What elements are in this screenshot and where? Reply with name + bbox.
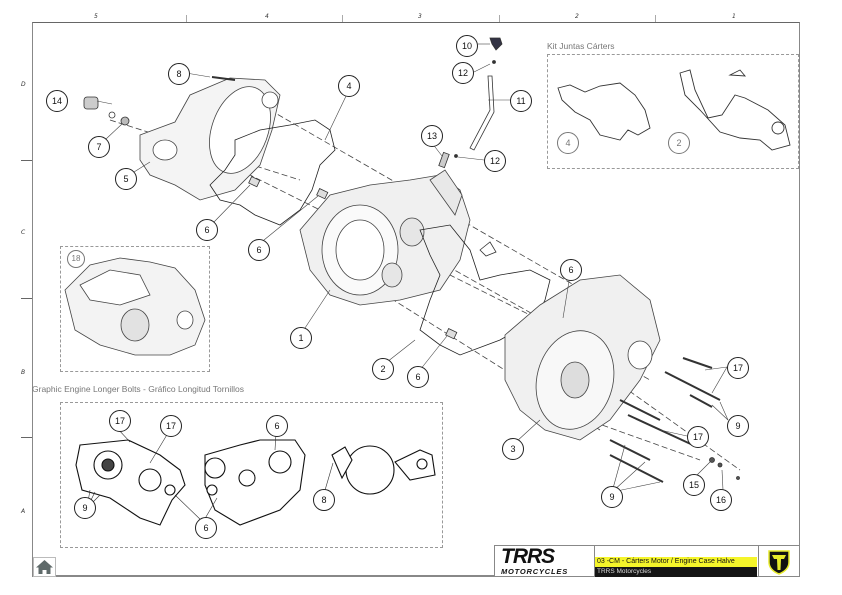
dowel-part [316, 188, 329, 200]
callout-6[interactable]: 6 [407, 366, 429, 388]
callout-9[interactable]: 9 [601, 486, 623, 508]
bolts-graphic-box [60, 402, 443, 548]
callout-4[interactable]: 4 [338, 75, 360, 97]
callout-14[interactable]: 14 [46, 90, 68, 112]
dowel-part [445, 328, 458, 340]
breather-valve [489, 37, 503, 51]
graphic-callout-6[interactable]: 6 [195, 517, 217, 539]
row-label: C [21, 229, 26, 236]
callout-2[interactable]: 2 [372, 358, 394, 380]
gasket-fragment [479, 241, 497, 257]
right-crankcase [299, 169, 471, 306]
callout-6[interactable]: 6 [196, 219, 218, 241]
nut-part [717, 462, 723, 468]
column-tick [499, 15, 500, 22]
callout-18[interactable]: 18 [67, 250, 85, 268]
column-tick [655, 15, 656, 22]
brand-name: TRRS [501, 546, 555, 568]
axis-line [239, 169, 561, 331]
left-crankcase [504, 274, 661, 441]
o-ring-part [108, 111, 116, 119]
drawing-company: TRRS Motorcycles [595, 567, 757, 577]
callout-5[interactable]: 5 [115, 168, 137, 190]
row-tick [21, 437, 32, 438]
title-block-divider [758, 546, 759, 577]
row-tick [21, 298, 32, 299]
callout-12[interactable]: 12 [484, 150, 506, 172]
callout-7[interactable]: 7 [88, 136, 110, 158]
fitting-part [438, 151, 450, 169]
row-label: D [21, 81, 26, 88]
column-label: 5 [94, 13, 98, 20]
callout-9[interactable]: 9 [727, 415, 749, 437]
callout-11[interactable]: 11 [510, 90, 532, 112]
dowel-part [248, 176, 261, 188]
axis-line [559, 409, 701, 461]
graphic-callout-8[interactable]: 8 [313, 489, 335, 511]
kit-gasket-4 [557, 82, 651, 141]
kit-callout-4[interactable]: 4 [557, 132, 579, 154]
callout-12[interactable]: 12 [452, 62, 474, 84]
column-label: 4 [265, 13, 269, 20]
clip-part [454, 154, 458, 158]
trrs-shield-icon [768, 550, 790, 575]
column-label: 3 [418, 13, 422, 20]
drawing-frame [32, 22, 800, 577]
row-label: A [21, 508, 26, 515]
row-label: B [21, 369, 26, 376]
column-tick [186, 15, 187, 22]
bolt-length-graphic [75, 439, 436, 526]
graphic-callout-17[interactable]: 17 [109, 410, 131, 432]
callout-10[interactable]: 10 [456, 35, 478, 57]
assembly-box [60, 246, 210, 372]
kit-gasket-fragment [728, 69, 747, 77]
axis-line [329, 199, 651, 381]
callout-16[interactable]: 16 [710, 489, 732, 511]
clutch-cover [139, 77, 281, 201]
title-block-divider [594, 546, 595, 577]
callout-17[interactable]: 17 [727, 357, 749, 379]
kit-callout-2[interactable]: 2 [668, 132, 690, 154]
callout-17[interactable]: 17 [687, 426, 709, 448]
washer-part [120, 116, 130, 126]
clutch-gasket [209, 119, 336, 226]
column-label: 1 [732, 13, 736, 20]
home-icon [36, 560, 53, 574]
kit-gasket-2 [679, 69, 791, 151]
screw-part [736, 476, 740, 480]
graphic-callout-17[interactable]: 17 [160, 415, 182, 437]
graphic-callout-9[interactable]: 9 [74, 497, 96, 519]
column-label: 2 [575, 13, 579, 20]
callout-6[interactable]: 6 [248, 239, 270, 261]
row-tick [21, 160, 32, 161]
callout-8[interactable]: 8 [168, 63, 190, 85]
plug-part [83, 96, 99, 110]
gasket-kit-box [547, 54, 799, 169]
callout-1[interactable]: 1 [290, 327, 312, 349]
graphic-callout-6[interactable]: 6 [266, 415, 288, 437]
trrs-logo: TRRS MOTORCYCLES [497, 546, 593, 577]
breather-hose [469, 75, 495, 151]
column-tick [342, 15, 343, 22]
leader-lines [96, 43, 729, 493]
callout-6[interactable]: 6 [560, 259, 582, 281]
callout-15[interactable]: 15 [683, 474, 705, 496]
drawing-title: 03 -CM - Cárters Motor / Engine Case Hal… [595, 557, 757, 567]
title-block: TRRS MOTORCYCLES 03 -CM - Cárters Motor … [494, 545, 800, 577]
bolt-part [211, 76, 236, 81]
callout-13[interactable]: 13 [421, 125, 443, 147]
callout-3[interactable]: 3 [502, 438, 524, 460]
gasket-kit-title: Kit Juntas Cárters [547, 41, 615, 51]
brand-subtitle: MOTORCYCLES [501, 567, 568, 576]
nut-part [709, 457, 715, 463]
home-button[interactable] [33, 557, 56, 577]
bolts-graphic-title: Graphic Engine Longer Bolts - Gráfico Lo… [32, 384, 244, 394]
assembled-engine-case [64, 257, 206, 356]
clip-part [492, 60, 496, 64]
